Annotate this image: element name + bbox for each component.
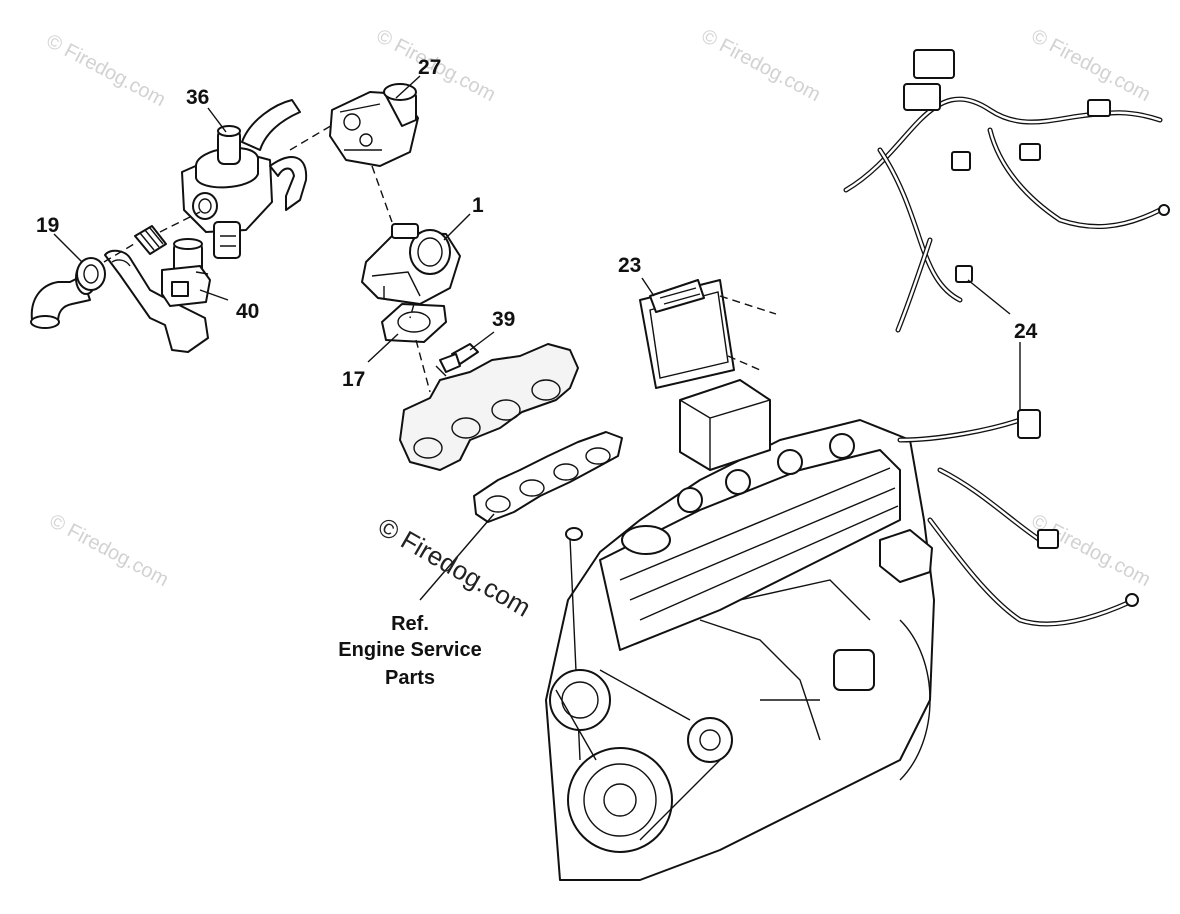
watermark: © Firedog.com: [698, 25, 824, 106]
watermark: © Firedog.com: [46, 510, 172, 591]
callout-17: 17: [342, 368, 365, 391]
intake-manifold: [399, 343, 579, 471]
callout-27: 27: [418, 56, 441, 79]
engine-assembly: [545, 419, 935, 881]
part-spring: [134, 225, 167, 255]
part-19-ring: [76, 257, 106, 291]
mounting-bracket: [104, 249, 209, 353]
callout-19: 19: [36, 214, 59, 237]
manifold-gasket: [473, 431, 623, 523]
part-40-valve: [161, 238, 211, 307]
watermark: © Firedog.com: [43, 30, 169, 111]
reference-line-3: Parts: [385, 667, 435, 689]
callout-23: 23: [618, 254, 641, 277]
callout-1: 1: [472, 194, 484, 217]
part-23-ecu: [639, 279, 735, 389]
part-17-gasket: [381, 303, 447, 343]
watermark: © Firedog.com: [1028, 510, 1154, 591]
ecu-mounted: [679, 379, 771, 471]
callout-labels: 36 27 1 19 40 17 39 23 24: [36, 56, 1038, 391]
reference-line-1: Ref.: [391, 613, 429, 635]
watermark: © Firedog.com: [1028, 25, 1154, 106]
reference-line-2: Engine Service: [338, 639, 481, 661]
part-36-regulator: [181, 99, 308, 259]
callout-36: 36: [186, 86, 209, 109]
watermark-center: © Firedog.com: [373, 511, 536, 622]
alternator-pulley: [549, 669, 611, 731]
tensioner-pulley: [687, 717, 733, 763]
crank-pulley: [567, 747, 673, 853]
callout-24: 24: [1014, 320, 1038, 343]
part-1-throttle-body: [361, 223, 461, 305]
leader-lines: [53, 75, 1021, 601]
assembly-lines: [103, 123, 777, 393]
callout-39: 39: [492, 308, 515, 331]
part-27-mixer: [329, 83, 419, 167]
part-24-wiring-harness: [843, 49, 1170, 627]
reference-note: Ref. Engine Service Parts: [338, 613, 481, 689]
callout-40: 40: [236, 300, 259, 323]
